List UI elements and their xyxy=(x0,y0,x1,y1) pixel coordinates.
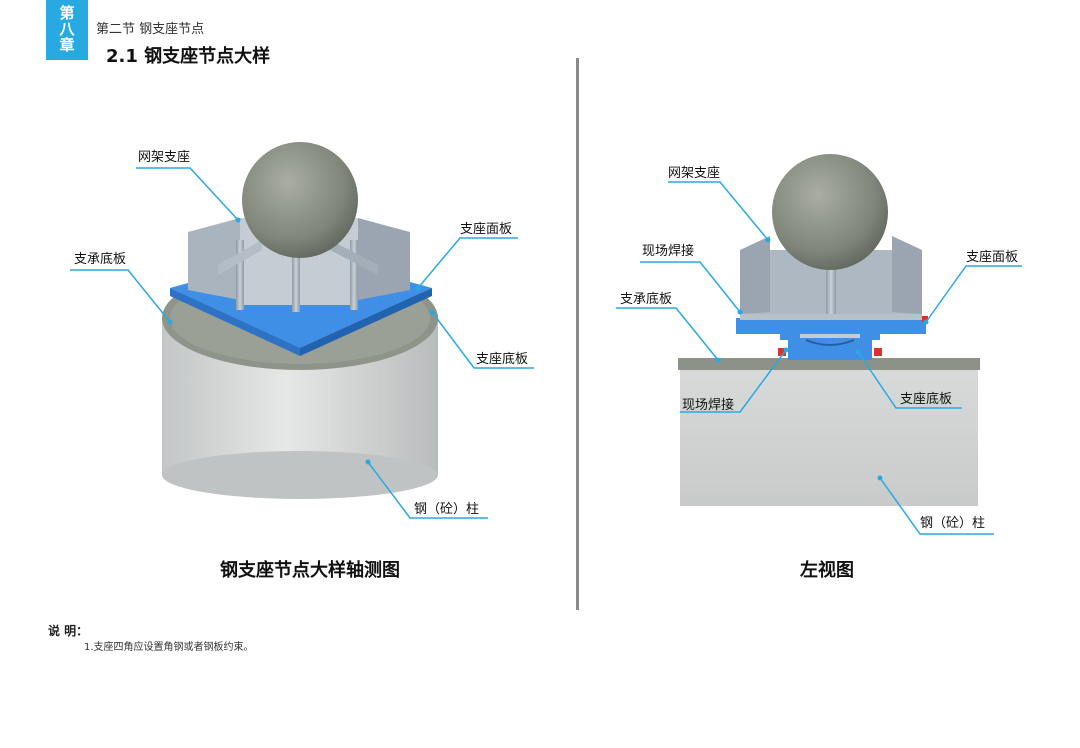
leader-line xyxy=(616,307,719,361)
support-face-plate xyxy=(736,318,926,334)
label-bearing-base: 支承底板 xyxy=(620,292,673,307)
leader-line xyxy=(136,167,239,221)
label-support-base: 支座底板 xyxy=(900,392,953,407)
chapter-tab-char: 第 xyxy=(59,4,75,22)
leader-line xyxy=(431,311,534,369)
column-bottom xyxy=(162,451,438,499)
leader-line xyxy=(857,351,962,409)
leader-line xyxy=(925,265,1022,323)
section-heading: 第二节 钢支座节点 xyxy=(96,22,205,37)
notes-title: 说 明： xyxy=(48,624,89,638)
left-figure-illustration xyxy=(70,142,534,519)
column-body xyxy=(680,368,978,506)
label-grid-support: 网架支座 xyxy=(138,150,191,165)
support-base-plate xyxy=(788,336,872,360)
notes-item: 1.支座四角应设置角钢或者钢板约束。 xyxy=(84,642,254,653)
leader-line xyxy=(879,477,994,535)
chapter-tab-char: 章 xyxy=(59,36,75,54)
chapter-tab: 第 八 章 xyxy=(46,0,88,60)
label-bearing-base: 支承底板 xyxy=(74,252,127,267)
label-support-face: 支座面板 xyxy=(966,250,1019,265)
ball-joint xyxy=(772,154,888,270)
right-figure-caption: 左视图 xyxy=(800,560,854,581)
label-grid-support: 网架支座 xyxy=(668,166,721,181)
label-support-face: 支座面板 xyxy=(460,222,513,237)
label-site-weld-bottom: 现场焊接 xyxy=(682,398,735,413)
left-figure-caption: 钢支座节点大样轴测图 xyxy=(220,560,400,581)
page-title: 2.1 钢支座节点大样 xyxy=(106,46,271,67)
label-support-base: 支座底板 xyxy=(476,352,529,367)
stiffener-plate xyxy=(358,218,410,300)
leader-line xyxy=(640,261,741,313)
leader-line xyxy=(70,269,171,323)
label-column: 钢（砼）柱 xyxy=(920,516,986,531)
chapter-tab-char: 八 xyxy=(59,20,75,38)
right-figure-illustration xyxy=(616,154,1022,535)
label-site-weld-top: 现场焊接 xyxy=(642,244,695,259)
leader-line xyxy=(417,237,518,289)
label-column: 钢（砼）柱 xyxy=(414,502,480,517)
leader-line xyxy=(680,349,787,413)
leader-line xyxy=(668,181,769,241)
ball-joint xyxy=(242,142,358,258)
figure-divider xyxy=(576,58,579,610)
stiffener-plate xyxy=(188,218,240,300)
leader-line xyxy=(367,461,488,519)
column-top-grout xyxy=(678,358,980,370)
